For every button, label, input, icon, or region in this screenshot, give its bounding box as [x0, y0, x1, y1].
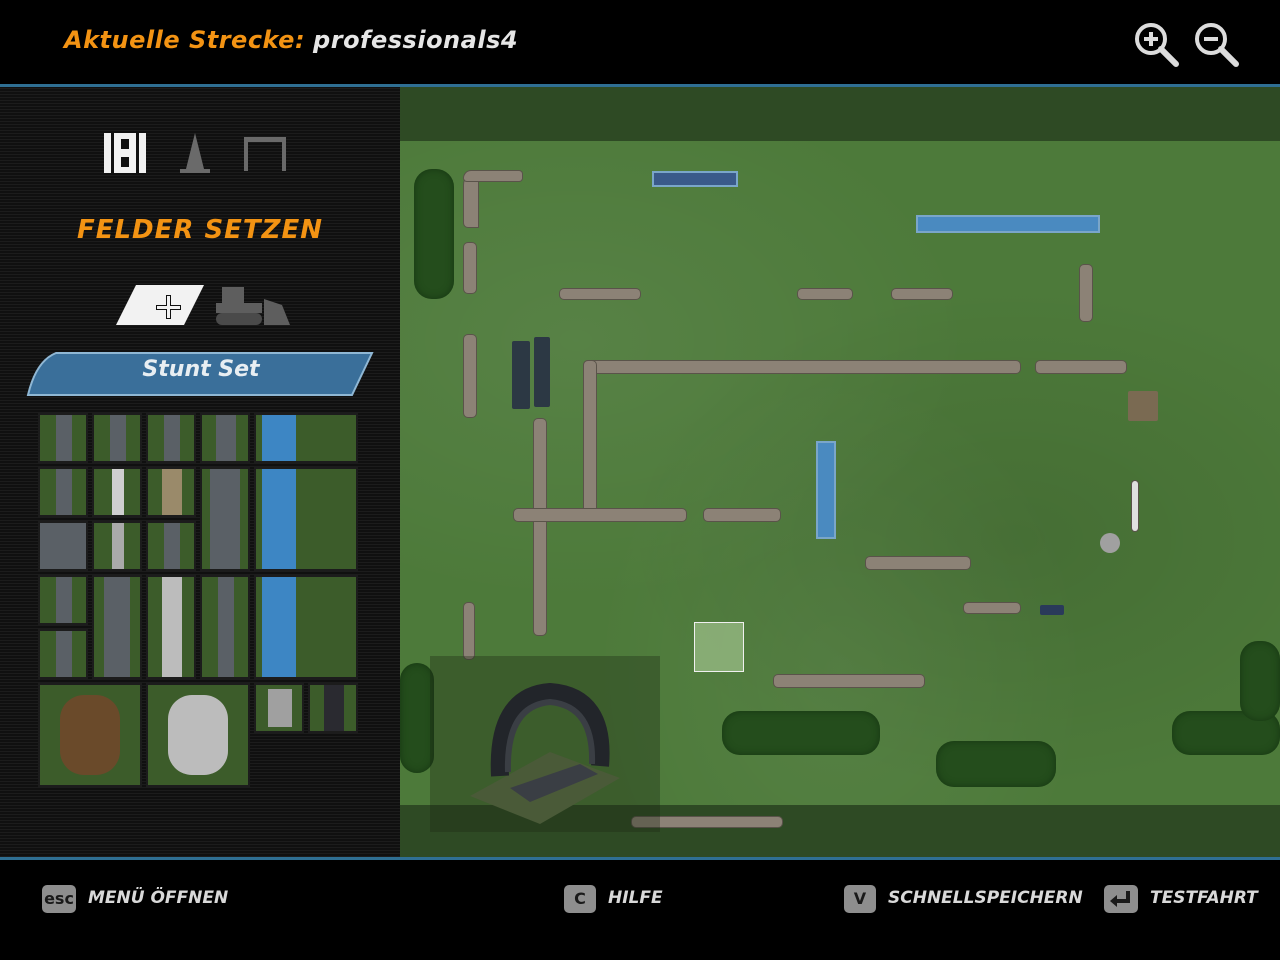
tree-cluster: [936, 741, 1056, 787]
tile-double-ramp[interactable]: [200, 467, 250, 571]
tile-white-road[interactable]: [92, 467, 142, 517]
tile-tunnel-ramp[interactable]: [92, 575, 142, 679]
road-segment: [704, 509, 780, 521]
road-segment: [534, 419, 546, 635]
menu-label[interactable]: MENÜ ÖFFNEN: [88, 888, 229, 908]
esc-key[interactable]: esc: [42, 885, 76, 913]
bulldozer-icon[interactable]: [212, 283, 292, 327]
tile-water-basin[interactable]: [254, 413, 358, 463]
tile-lane-road[interactable]: [146, 413, 196, 463]
road-segment: [514, 509, 686, 521]
road-segment: [774, 675, 924, 687]
road-segment: [866, 557, 970, 569]
road-segment: [464, 171, 478, 227]
loop-preview: [430, 656, 660, 832]
enter-icon[interactable]: [1104, 885, 1138, 913]
set-name: Stunt Set: [142, 357, 260, 382]
road-segment: [464, 171, 522, 181]
building: [1128, 391, 1158, 421]
road-segment: [464, 603, 474, 659]
editor-panel: FELDER SETZEN Stunt Set: [0, 87, 400, 857]
tile-dark-road[interactable]: [308, 683, 358, 733]
road-segment: [464, 335, 476, 417]
v-key[interactable]: V: [844, 885, 876, 913]
road-segment: [964, 603, 1020, 613]
tree-cluster: [400, 663, 434, 773]
track-map[interactable]: [400, 87, 1280, 857]
tile-straight-road[interactable]: [92, 413, 142, 463]
cone-icon[interactable]: [172, 131, 218, 175]
road-segment: [560, 289, 640, 299]
road-segment: [892, 289, 952, 299]
set-tab[interactable]: [26, 351, 376, 397]
tree-cluster: [722, 711, 880, 755]
zoom-in-icon[interactable]: [1132, 20, 1180, 68]
tile-loop-steel[interactable]: [146, 683, 250, 787]
tile-barrier-road[interactable]: [38, 467, 88, 517]
tile-water-pond[interactable]: [254, 575, 358, 679]
tile-jump-ramp[interactable]: [146, 467, 196, 517]
tile-ramp-small[interactable]: [254, 683, 304, 733]
c-key[interactable]: C: [564, 885, 596, 913]
zoom-out-icon[interactable]: [1192, 20, 1240, 68]
tile-roundabout[interactable]: [38, 521, 88, 571]
track-title: Aktuelle Strecke:professionals4: [64, 26, 518, 54]
quicksave-label[interactable]: SCHNELLSPEICHERN: [888, 888, 1083, 908]
bottom-bar: esc MENÜ ÖFFNEN C HILFE V SCHNELLSPEICHE…: [0, 857, 1280, 960]
tree-cluster: [1240, 641, 1280, 721]
vehicle: [1040, 605, 1064, 615]
road-segment: [1036, 361, 1126, 373]
tile-s-curve[interactable]: [146, 575, 196, 679]
tile-curve-road[interactable]: [38, 629, 88, 679]
track-label: Aktuelle Strecke:: [64, 26, 306, 54]
mode-title: FELDER SETZEN: [76, 215, 324, 245]
road-segment: [584, 361, 1020, 373]
track-name: professionals4: [313, 26, 519, 54]
road-segment: [632, 817, 782, 827]
vehicle: [534, 337, 550, 407]
help-label[interactable]: HILFE: [608, 888, 663, 908]
road-segment: [464, 243, 476, 293]
water-pool: [652, 171, 738, 187]
tree-cluster: [414, 169, 454, 299]
tent: [1100, 533, 1120, 553]
tile-gap-road[interactable]: [38, 575, 88, 625]
water-pool: [816, 441, 836, 539]
place-tile-icon[interactable]: [116, 283, 206, 327]
testdrive-label[interactable]: TESTFAHRT: [1150, 888, 1258, 908]
road-segment: [798, 289, 852, 299]
tile-narrow-road[interactable]: [92, 521, 142, 571]
gate-icon[interactable]: [242, 131, 288, 175]
road-segment: [1080, 265, 1092, 321]
tile-water-long[interactable]: [254, 467, 358, 571]
tile-loop-rusty[interactable]: [38, 683, 142, 787]
placement-cursor: [694, 622, 744, 672]
tile-car-road[interactable]: [146, 521, 196, 571]
top-bar: Aktuelle Strecke:professionals4: [0, 0, 1280, 87]
road-segment: [584, 361, 596, 513]
tiles-icon[interactable]: [102, 131, 148, 175]
tile-arrow-road[interactable]: [38, 413, 88, 463]
tile-ramp-road[interactable]: [200, 413, 250, 463]
vehicle: [512, 341, 530, 409]
tile-road-long[interactable]: [200, 575, 250, 679]
road-segment: [1132, 481, 1138, 531]
water-pool: [916, 215, 1100, 233]
